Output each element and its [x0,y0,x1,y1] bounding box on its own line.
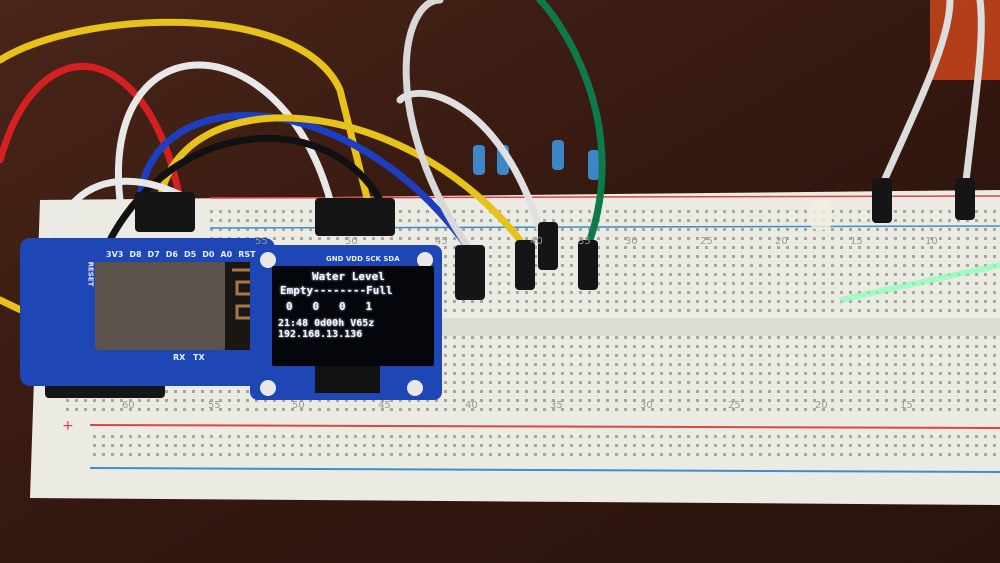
row-number: 45 [378,400,391,411]
pin-label: D5 [183,250,197,259]
pin-label: D8 [129,250,142,259]
row-number: 45 [435,236,448,247]
pin-label: A0 [220,250,233,259]
pin-label: RST [238,250,256,259]
row-number: 35 [550,400,563,411]
pin-label: D6 [165,250,178,259]
row-number: 40 [530,236,543,247]
rail-plus-label: + [62,418,74,434]
pin-label-tx: TX [193,353,205,362]
oled-scale: Empty--------Full [280,284,393,297]
oled-ip: 192.168.13.136 [278,329,363,340]
resistors [473,140,600,180]
pin-label: D7 [147,250,160,259]
esp-top-pins: 3V3 D8 D7 D6 D5 D0 A0 RST [106,250,256,259]
row-number: 20 [815,400,828,411]
pin-label-rx: RX [173,353,186,362]
row-number: 30 [625,236,638,247]
oled-title: Water Level [312,270,385,283]
pin-label: D0 [202,250,215,259]
row-number: 50 [292,400,305,411]
row-number: 55 [208,400,221,411]
row-number: 15 [850,236,863,247]
jumper-wires [0,0,985,374]
row-number: 50 [345,236,358,247]
row-number: 15 [900,400,913,411]
row-number: 30 [640,400,653,411]
row-number: 10 [925,236,938,247]
oled-header-pins: GND VDD SCK SDA [326,255,400,263]
pin-label: 3V3 [106,250,124,259]
row-number: 40 [465,400,478,411]
row-number: 25 [728,400,741,411]
reset-label: RESET [86,261,95,287]
row-number: 25 [700,236,713,247]
oled-status: 21:48 0d00h V65z [278,318,375,329]
wemos-d1-mini-board [20,238,275,386]
row-number: 35 [578,236,591,247]
row-number: 20 [775,236,788,247]
oled-levels: 0 0 0 1 [286,300,373,313]
row-number: 60 [122,400,135,411]
oled-screen: Water Level Empty--------Full 0 0 0 1 21… [272,266,434,366]
row-number: 55 [255,236,268,247]
